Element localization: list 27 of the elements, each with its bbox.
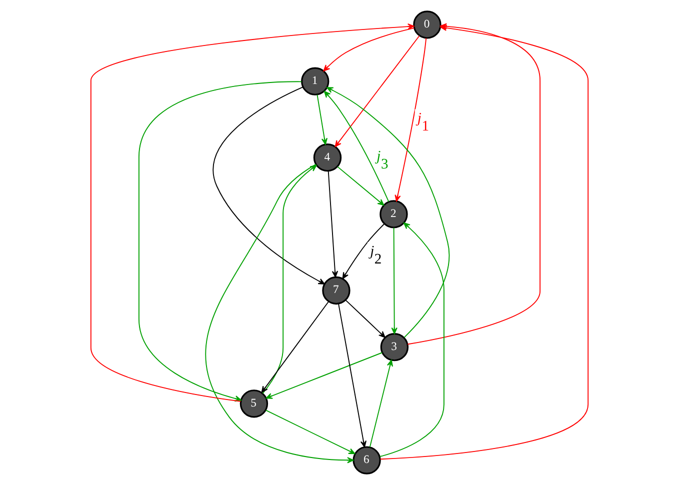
arrow xyxy=(334,35,420,148)
node-circle: 4 xyxy=(313,143,342,172)
arrow xyxy=(326,87,450,338)
arrow xyxy=(323,28,415,72)
node-circle: 6 xyxy=(352,446,381,474)
arrow xyxy=(369,360,393,448)
arrow xyxy=(328,170,338,278)
arrow xyxy=(394,38,427,202)
arrow xyxy=(261,301,330,393)
arrow xyxy=(265,410,356,454)
arrow xyxy=(316,94,328,145)
arrow xyxy=(379,222,444,458)
arrow xyxy=(337,166,384,206)
arrow xyxy=(262,164,317,394)
node-circle: 3 xyxy=(380,332,409,362)
node-circle: 0 xyxy=(413,10,442,39)
arrow xyxy=(380,24,589,460)
node-circle: 1 xyxy=(301,67,330,96)
arrow xyxy=(391,227,398,334)
node-circle: 7 xyxy=(322,276,350,305)
node-circle: 2 xyxy=(380,200,408,228)
arrow xyxy=(345,300,386,338)
arrow xyxy=(338,303,367,448)
arrow xyxy=(266,352,383,399)
arrow xyxy=(213,86,325,284)
arrow xyxy=(206,164,354,464)
node-circle: 5 xyxy=(240,390,268,418)
